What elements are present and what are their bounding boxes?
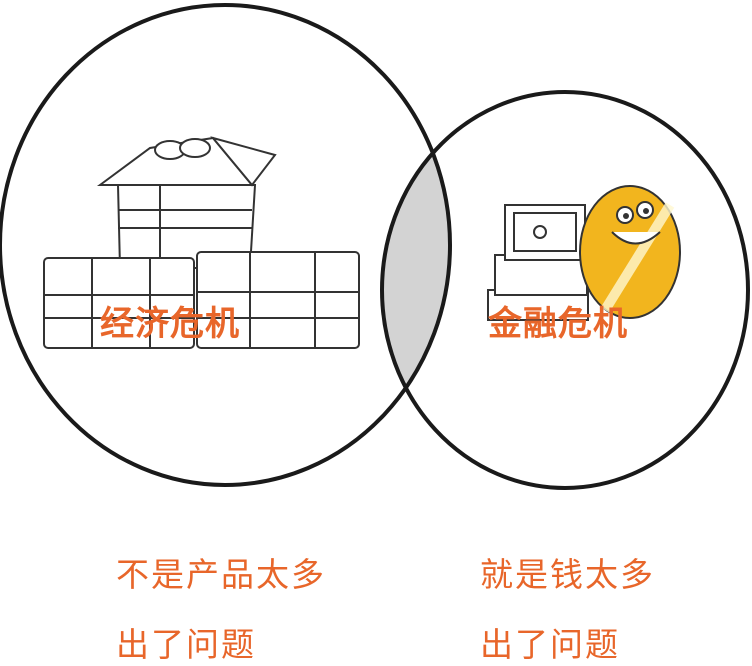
left-caption-line1: 不是产品太多 bbox=[116, 555, 326, 594]
right-caption-line2: 出了问题 bbox=[480, 625, 620, 664]
financial-crisis-circle bbox=[380, 90, 750, 490]
economic-crisis-label: 经济危机 bbox=[100, 304, 240, 344]
coin-character bbox=[579, 185, 681, 319]
right-caption-line1: 就是钱太多 bbox=[480, 555, 655, 594]
economic-crisis-circle bbox=[0, 3, 452, 487]
boxes-illustration bbox=[43, 136, 360, 349]
financial-crisis-label: 金融危机 bbox=[488, 304, 628, 344]
left-caption-line2: 出了问题 bbox=[116, 625, 256, 664]
